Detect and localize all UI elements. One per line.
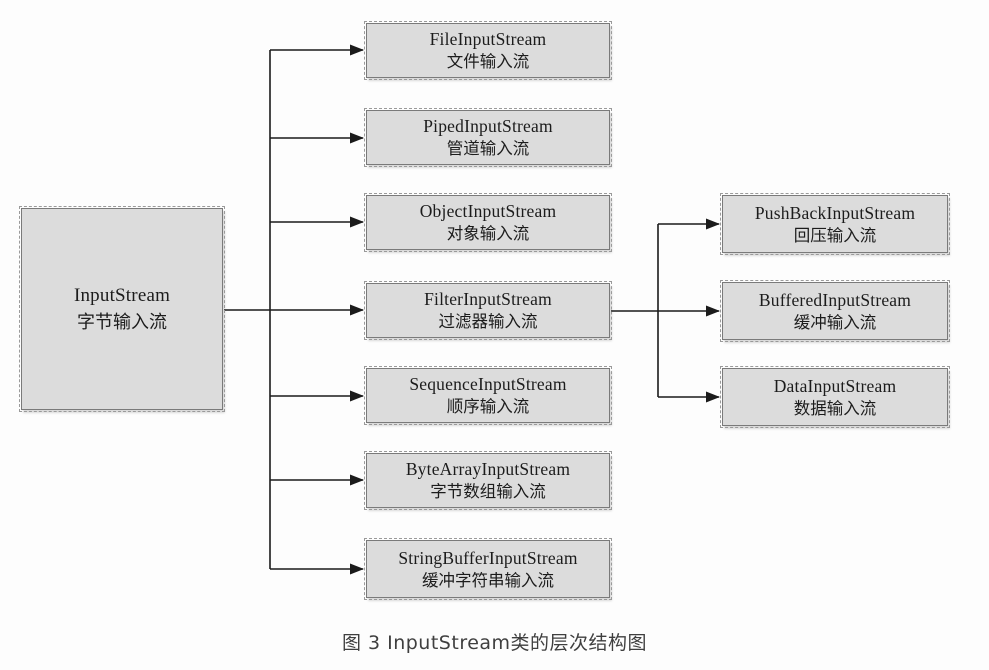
node-inputstream: InputStream 字节输入流	[19, 206, 225, 412]
class-name-cn: 文件输入流	[446, 52, 530, 72]
node-pushbackinputstream: PushBackInputStream 回压输入流	[720, 193, 950, 255]
class-name: SequenceInputStream	[409, 374, 567, 395]
class-name-cn: 字节输入流	[77, 311, 167, 332]
class-name: DataInputStream	[773, 375, 897, 396]
class-name: FilterInputStream	[424, 289, 552, 310]
node-bytearrayinputstream: ByteArrayInputStream 字节数组输入流	[364, 451, 612, 510]
node-bufferedinputstream: BufferedInputStream 缓冲输入流	[720, 280, 950, 342]
class-name-cn: 缓冲字符串输入流	[422, 570, 554, 590]
class-name: FileInputStream	[429, 29, 547, 50]
class-name: ByteArrayInputStream	[405, 459, 571, 480]
class-name: InputStream	[73, 285, 171, 307]
node-objectinputstream: ObjectInputStream 对象输入流	[364, 193, 612, 252]
node-sequenceinputstream: SequenceInputStream 顺序输入流	[364, 366, 612, 425]
class-name-cn: 回压输入流	[793, 225, 877, 245]
figure-caption: 图 3 InputStream类的层次结构图	[341, 632, 648, 654]
node-filterinputstream: FilterInputStream 过滤器输入流	[364, 281, 612, 340]
class-name: PushBackInputStream	[754, 202, 916, 223]
node-datainputstream: DataInputStream 数据输入流	[720, 366, 950, 428]
class-name-cn: 顺序输入流	[446, 397, 530, 417]
node-fileinputstream: FileInputStream 文件输入流	[364, 21, 612, 80]
class-name-cn: 过滤器输入流	[438, 312, 538, 332]
class-name: StringBufferInputStream	[398, 547, 578, 568]
class-name-cn: 字节数组输入流	[430, 482, 546, 502]
class-name: PipedInputStream	[423, 116, 553, 137]
class-name-cn: 管道输入流	[446, 139, 530, 159]
class-name: BufferedInputStream	[758, 289, 912, 310]
node-stringbufferinputstream: StringBufferInputStream 缓冲字符串输入流	[364, 538, 612, 600]
class-name: ObjectInputStream	[419, 201, 557, 222]
class-name-cn: 数据输入流	[793, 398, 877, 418]
node-pipedinputstream: PipedInputStream 管道输入流	[364, 108, 612, 167]
class-name-cn: 对象输入流	[446, 224, 530, 244]
class-name-cn: 缓冲输入流	[793, 312, 877, 332]
